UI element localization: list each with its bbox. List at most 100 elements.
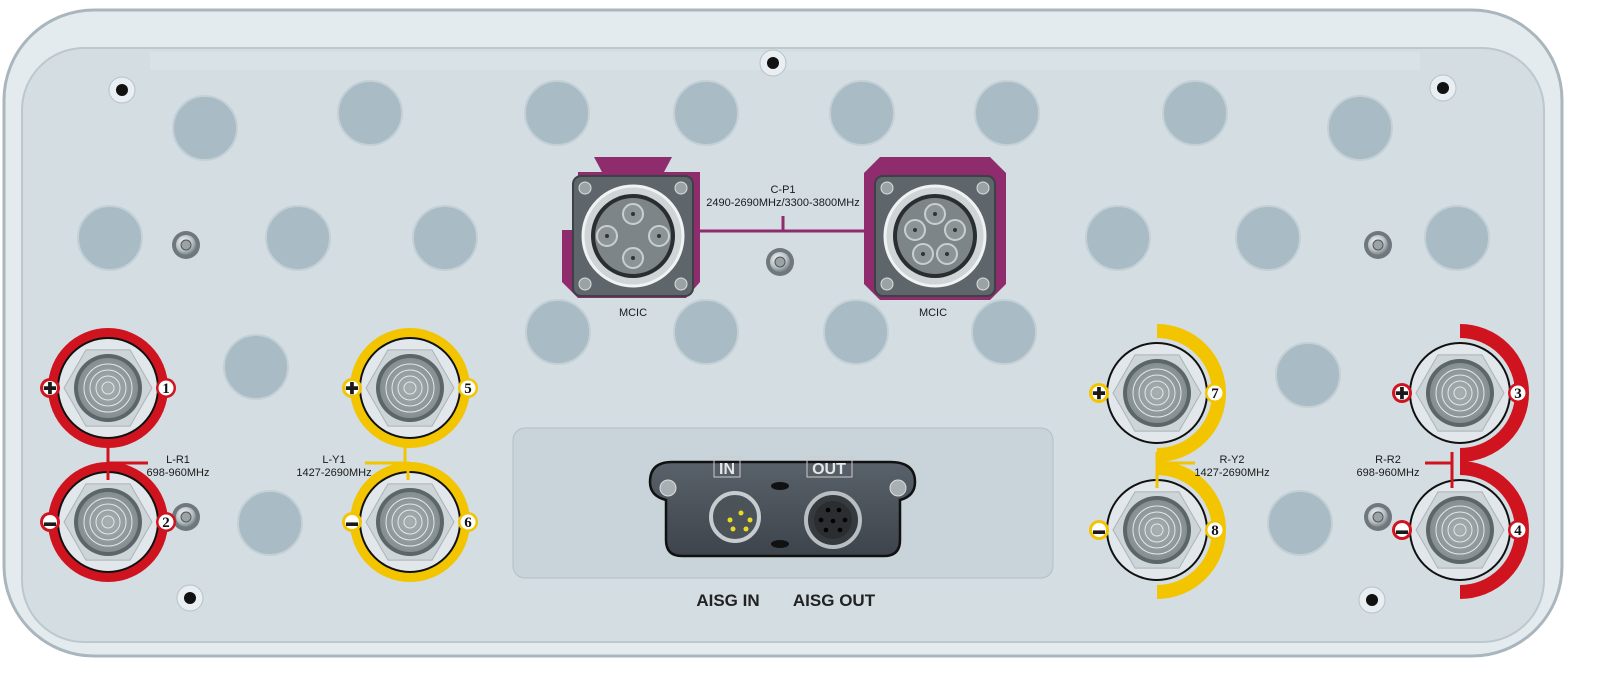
minus-icon: ▬: [1093, 523, 1105, 537]
vent-hole: [525, 299, 591, 365]
mounting-hole: [176, 584, 204, 612]
rf-port-6[interactable]: ▬6: [342, 462, 478, 582]
aisg-slot-bottom: [771, 540, 789, 548]
port-face: [78, 358, 138, 418]
port-number: 1: [162, 381, 170, 397]
left-mcic-connector[interactable]: [572, 175, 694, 297]
aisg-in-label: AISG IN: [696, 591, 759, 610]
aisg-out-tag-box: [806, 456, 853, 478]
torx-screw: [1364, 503, 1392, 531]
c-p1-label: C-P1: [770, 184, 795, 196]
mcic-screw: [674, 181, 688, 195]
l-y1-link: [365, 445, 410, 480]
vent-hole: [829, 80, 895, 146]
vent-hole: [673, 299, 739, 365]
port-face: [1127, 363, 1187, 423]
mcic-screw: [880, 181, 894, 195]
vent-hole: [1085, 205, 1151, 271]
mounting-hole: [1429, 74, 1457, 102]
plus-icon: ✚: [345, 381, 358, 398]
aisg-in-connector[interactable]: [709, 491, 761, 543]
port-face: [1127, 500, 1187, 560]
torx-screw: [1364, 231, 1392, 259]
minus-icon: ▬: [1396, 523, 1408, 537]
rf-port-8[interactable]: ▬8: [1089, 461, 1226, 599]
r-r2-freq: 698-960MHz: [1357, 467, 1420, 479]
vent-hole: [823, 299, 889, 365]
mounting-holes: [108, 49, 1457, 614]
r-y2-freq: 1427-2690MHz: [1194, 467, 1269, 479]
vent-hole: [1267, 490, 1333, 556]
port-number: 2: [162, 515, 170, 531]
aisg-plate-screw-right: [889, 479, 907, 497]
rf-port-7[interactable]: ✚7: [1089, 324, 1226, 462]
vent-hole: [1162, 80, 1228, 146]
vent-hole: [673, 80, 739, 146]
rf-ports: ✚1▬2✚5▬6✚7▬8✚3▬4: [40, 324, 1529, 599]
vent-hole: [1424, 205, 1490, 271]
rf-port-4[interactable]: ▬4: [1392, 461, 1529, 599]
aisg-in-tag-box: [713, 456, 741, 478]
vent-hole: [337, 80, 403, 146]
vent-holes: [77, 80, 1490, 556]
r-r2-link: [1425, 452, 1454, 488]
vent-hole: [1235, 205, 1301, 271]
c-p1-freq: 2490-2690MHz/3300-3800MHz: [706, 197, 859, 209]
vent-hole: [1275, 342, 1341, 408]
rf-port-3[interactable]: ✚3: [1392, 324, 1529, 462]
minus-icon: ▬: [346, 515, 358, 529]
mounting-hole: [108, 76, 136, 104]
aisg-in-tag: IN: [719, 461, 735, 478]
minus-icon: ▬: [44, 515, 56, 529]
vent-hole: [971, 299, 1037, 365]
vent-hole: [524, 80, 590, 146]
vent-hole: [265, 205, 331, 271]
vent-hole: [172, 95, 238, 161]
mounting-hole: [759, 49, 787, 77]
mcic-screw: [976, 181, 990, 195]
aisg-out-tag: OUT: [812, 461, 846, 478]
port-face: [380, 492, 440, 552]
port-face: [1430, 363, 1490, 423]
rf-port-5[interactable]: ✚5: [342, 328, 478, 448]
l-r1-label: L-R1: [166, 454, 190, 466]
r-r2-label: R-R2: [1375, 454, 1401, 466]
rf-port-1[interactable]: ✚1: [40, 328, 176, 448]
port-number: 7: [1211, 386, 1219, 402]
right-mcic-connector[interactable]: [874, 175, 996, 297]
plus-icon: ✚: [43, 381, 56, 398]
port-number: 8: [1211, 523, 1219, 539]
right-mcic-label: MCIC: [919, 307, 947, 319]
rf-port-2[interactable]: ▬2: [40, 462, 176, 582]
port-number: 6: [464, 515, 472, 531]
band-links: L-R1 698-960MHz L-Y1 1427-2690MHz R-Y2 1…: [106, 445, 1454, 488]
plus-icon: ✚: [1395, 386, 1408, 403]
torx-screw: [766, 248, 794, 276]
aisg-section: IN OUT AISG IN AISG OUT: [512, 427, 1054, 610]
mounting-hole: [1358, 586, 1386, 614]
aisg-out-connector[interactable]: [804, 491, 862, 549]
l-r1-link: [106, 445, 148, 480]
mcic-group: C-P1 2490-2690MHz/3300-3800MHz MCIC MCIC: [562, 157, 1006, 319]
torx-screw: [172, 503, 200, 531]
port-number: 3: [1514, 386, 1522, 402]
r-y2-link: [1155, 452, 1195, 488]
mcic-screw: [578, 181, 592, 195]
aisg-plate-screw-left: [659, 479, 677, 497]
vent-hole: [223, 334, 289, 400]
l-r1-freq: 698-960MHz: [147, 467, 210, 479]
l-y1-freq: 1427-2690MHz: [296, 467, 371, 479]
port-face: [1430, 500, 1490, 560]
aisg-out-label: AISG OUT: [793, 591, 876, 610]
port-number: 4: [1514, 523, 1522, 539]
left-mcic-label: MCIC: [619, 307, 647, 319]
r-y2-label: R-Y2: [1219, 454, 1244, 466]
torx-screws: [172, 231, 1392, 531]
plus-icon: ✚: [1092, 386, 1105, 403]
port-face: [78, 492, 138, 552]
vent-hole: [1327, 95, 1393, 161]
mcic-screw: [578, 277, 592, 291]
vent-hole: [77, 205, 143, 271]
mcic-screw: [976, 277, 990, 291]
